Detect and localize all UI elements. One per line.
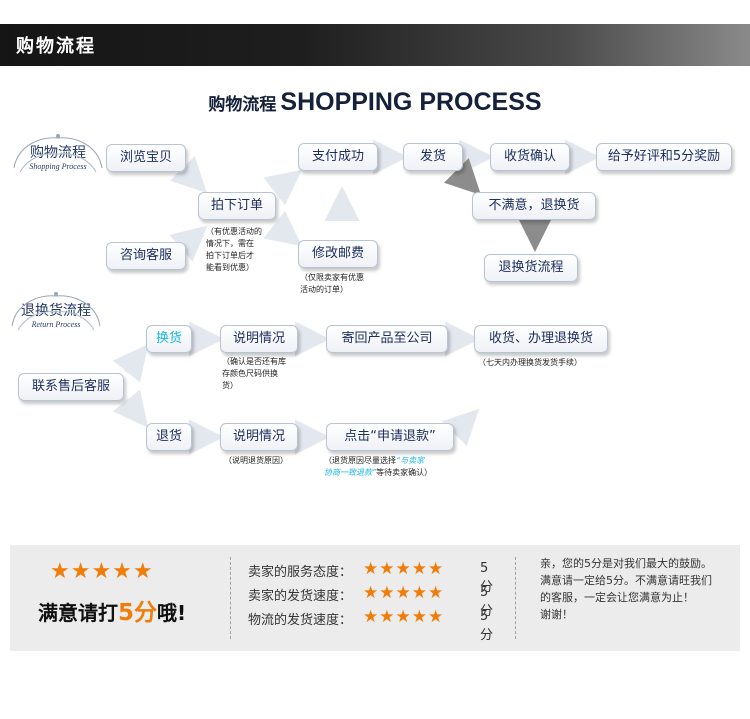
rating-row-service: 卖家的服务态度： ★★★★★ 5分 <box>248 561 352 580</box>
node-receive-refund: 收货、办理退换货 <box>474 325 608 353</box>
note-postage: （仅限卖家有优惠 活动的订单） <box>300 272 364 296</box>
note-postage-line: （仅限卖家有优惠 <box>300 272 364 284</box>
node-modify-postage: 修改邮费 <box>298 240 378 268</box>
node-confirm-receipt: 收货确认 <box>490 143 570 171</box>
note-exchange-line: 货） <box>222 380 286 392</box>
rating-label: 卖家的服务态度： <box>248 565 352 580</box>
node-browse: 浏览宝贝 <box>106 144 186 172</box>
rating-row-shipping: 卖家的发货速度： ★★★★★ 5分 <box>248 585 352 604</box>
node-unsatisfied: 不满意，退换货 <box>472 192 596 220</box>
note-postage-line: 活动的订单） <box>300 284 364 296</box>
rating-label: 物流的发货速度： <box>248 613 352 628</box>
node-explain-refund: 说明情况 <box>220 423 298 451</box>
node-contact-service: 联系售后客服 <box>18 373 124 401</box>
note-receive: （七天内办理换货发货手续） <box>478 357 582 369</box>
note-refund-text: （退货原因尽量选择 <box>324 456 396 465</box>
rating-stars-icon: ★★★★★ <box>363 559 444 579</box>
node-return-process: 退换货流程 <box>484 254 578 282</box>
thank-you-message: 亲，您的5分是对我们最大的鼓励。 满意请一定给5分。不满意请旺我们 的客服，一定… <box>540 555 735 623</box>
node-exchange: 换货 <box>146 325 192 353</box>
rating-label: 卖家的发货速度： <box>248 589 352 604</box>
note-order-line: （有优惠活动的 <box>206 226 262 238</box>
note-exchange-line: （确认是否还有库 <box>222 356 286 368</box>
note-refund-highlight: “与卖家 <box>396 456 424 465</box>
node-place-order: 拍下订单 <box>198 192 276 220</box>
node-send-back: 寄回产品至公司 <box>326 325 448 353</box>
divider <box>515 557 516 639</box>
note-refund-highlight: 协商一致退款” <box>324 468 376 477</box>
slogan-score: 5分 <box>118 600 157 626</box>
rating-row-logistics: 物流的发货速度： ★★★★★ 5分 <box>248 609 352 628</box>
node-explain-exchange: 说明情况 <box>220 325 298 353</box>
node-ship: 发货 <box>403 143 463 171</box>
message-line: 谢谢！ <box>540 606 735 623</box>
node-click-refund: 点击“申请退款” <box>326 423 454 451</box>
note-order-line: 情况下，需在 <box>206 238 262 250</box>
node-good-review: 给予好评和5分奖励 <box>596 143 732 171</box>
rating-stars-icon: ★★★★★ <box>363 583 444 603</box>
note-order-line: 拍下订单后才 <box>206 250 262 262</box>
note-exchange-line: 存颜色尺码供换 <box>222 368 286 380</box>
message-line: 的客服，一定会让您满意为止！ <box>540 589 735 606</box>
note-order-line: 能看到优惠） <box>206 262 262 274</box>
divider <box>230 557 231 639</box>
rating-panel: ★★★★★ 满意请打5分哦! 卖家的服务态度： ★★★★★ 5分 卖家的发货速度… <box>10 545 740 651</box>
message-line: 亲，您的5分是对我们最大的鼓励。 <box>540 555 735 572</box>
node-refund: 退货 <box>146 423 192 451</box>
note-refund: （退货原因尽量选择“与卖家 协商一致退款”等待卖家确认） <box>324 455 432 479</box>
rating-score: 5分 <box>480 609 493 643</box>
message-line: 满意请一定给5分。不满意请旺我们 <box>540 572 735 589</box>
note-refund-text: 等待卖家确认） <box>376 468 432 477</box>
note-order: （有优惠活动的 情况下，需在 拍下订单后才 能看到优惠） <box>206 226 262 274</box>
star-rating-icons: ★★★★★ <box>50 559 154 584</box>
note-refund-reason: （说明退货原因） <box>224 455 288 467</box>
rating-stars-icon: ★★★★★ <box>363 607 444 627</box>
satisfy-slogan: 满意请打5分哦! <box>38 593 186 627</box>
note-exchange: （确认是否还有库 存颜色尺码供换 货） <box>222 356 286 392</box>
slogan-pre: 满意请打 <box>38 601 118 625</box>
node-pay-success: 支付成功 <box>298 143 378 171</box>
node-consult: 咨询客服 <box>106 242 186 270</box>
slogan-post: 哦! <box>157 601 186 625</box>
